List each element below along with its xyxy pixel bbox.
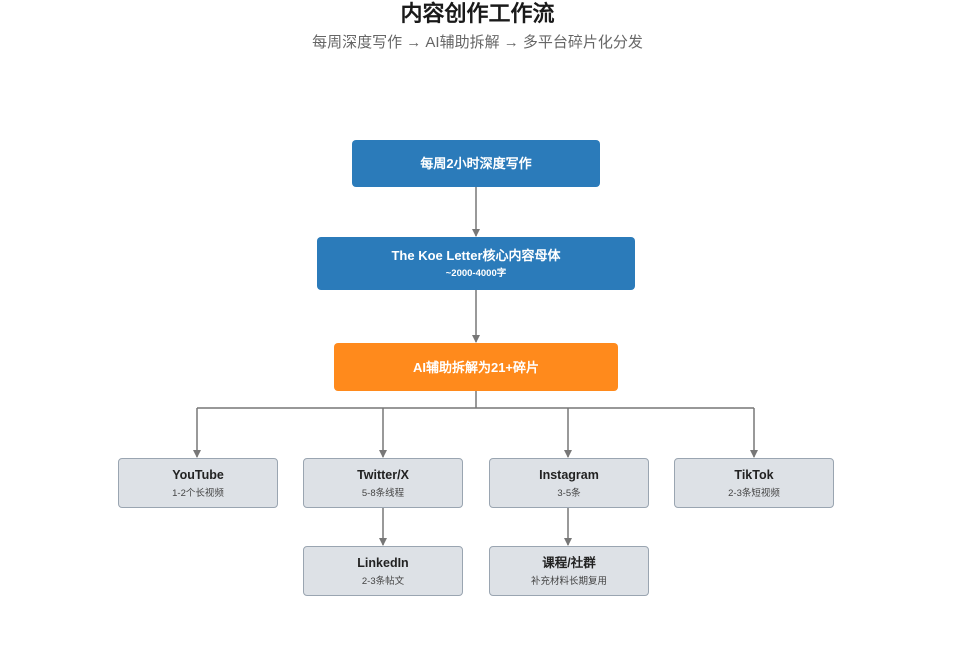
node-tiktok: TikTok 2-3条短视频 (674, 458, 834, 508)
node-ai-split-label: AI辅助拆解为21+碎片 (412, 359, 540, 375)
node-core-content-sub: ~2000-4000字 (445, 268, 507, 279)
node-course-community-label: 课程/社群 (542, 555, 596, 570)
node-course-community: 课程/社群 补充材料长期复用 (489, 546, 649, 596)
node-tiktok-label: TikTok (734, 467, 774, 482)
node-youtube-sub: 1-2个长视频 (172, 487, 224, 499)
node-youtube: YouTube 1-2个长视频 (118, 458, 278, 508)
node-ai-split: AI辅助拆解为21+碎片 (334, 343, 618, 391)
node-twitter-label: Twitter/X (357, 467, 409, 482)
node-core-content-label: The Koe Letter核心内容母体 (391, 248, 561, 263)
node-linkedin: LinkedIn 2-3条帖文 (303, 546, 463, 596)
node-instagram-label: Instagram (539, 467, 599, 482)
page-title: 内容创作工作流 (400, 1, 555, 26)
node-twitter-sub: 5-8条线程 (361, 487, 405, 499)
node-instagram-sub: 3-5条 (557, 487, 581, 499)
node-twitter: Twitter/X 5-8条线程 (303, 458, 463, 508)
node-linkedin-label: LinkedIn (357, 555, 409, 570)
node-core-content: The Koe Letter核心内容母体 ~2000-4000字 (317, 237, 635, 290)
node-weekly-writing: 每周2小时深度写作 (352, 140, 600, 187)
node-weekly-writing-label: 每周2小时深度写作 (420, 156, 532, 171)
node-tiktok-sub: 2-3条短视频 (728, 487, 780, 499)
page-subtitle: 每周深度写作 → AI辅助拆解 → 多平台碎片化分发 (312, 34, 643, 51)
node-instagram: Instagram 3-5条 (489, 458, 649, 508)
node-linkedin-sub: 2-3条帖文 (361, 575, 405, 587)
node-course-community-sub: 补充材料长期复用 (530, 575, 607, 587)
node-youtube-label: YouTube (172, 467, 224, 482)
